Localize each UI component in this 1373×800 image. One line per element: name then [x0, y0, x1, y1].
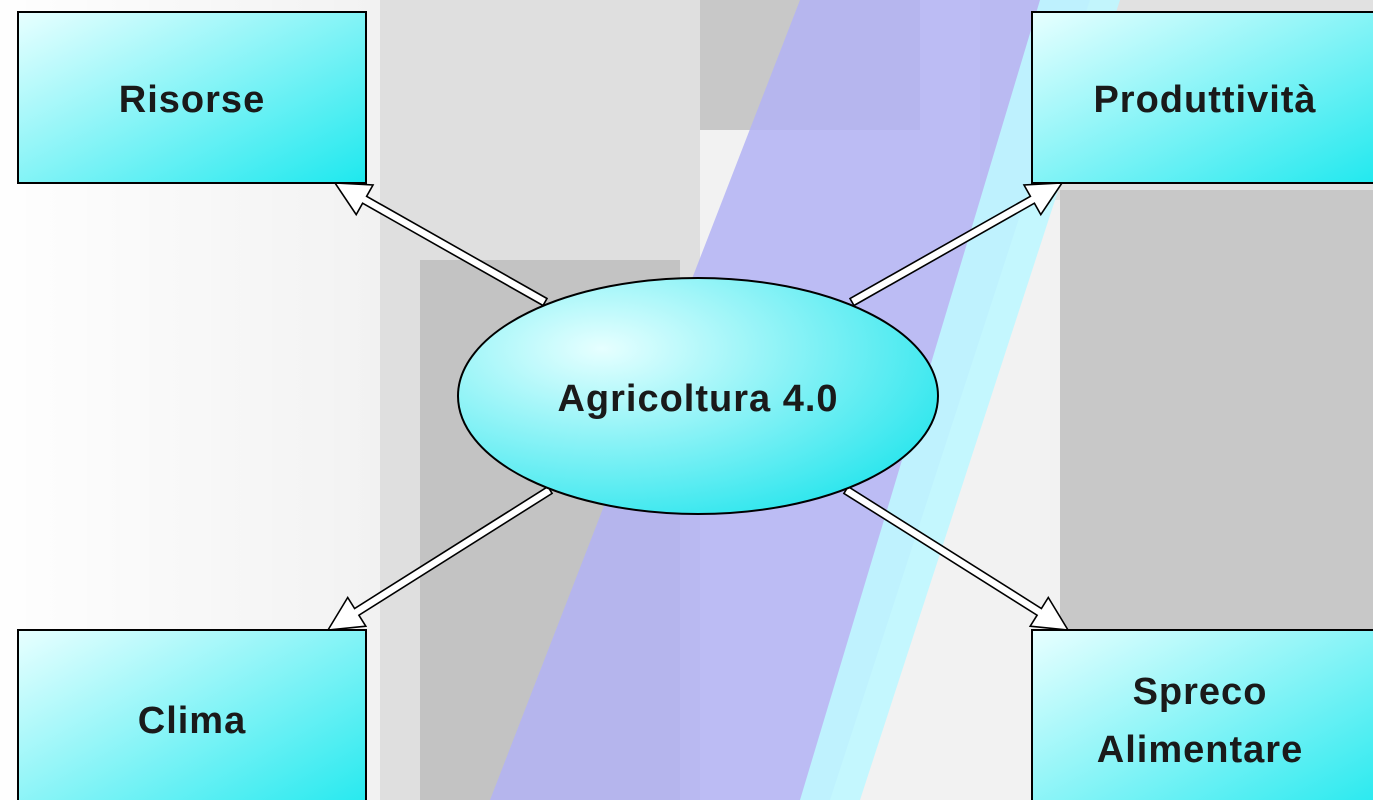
arrow-to-spreco — [842, 485, 1070, 631]
node-produttivita-box — [1031, 11, 1373, 184]
center-ellipse — [457, 277, 939, 515]
node-produttivita: Produttività — [1031, 11, 1373, 184]
node-clima-label: Clima — [138, 700, 246, 742]
node-risorse-box — [17, 11, 367, 184]
node-clima: Clima — [17, 629, 367, 800]
node-produttivita-label: Produttività — [1093, 79, 1316, 121]
node-spreco-label-line1: Spreco — [1133, 671, 1268, 713]
node-risorse-label: Risorse — [119, 79, 265, 121]
node-spreco-box — [1031, 629, 1373, 800]
node-spreco-label-line2: Alimentare — [1097, 729, 1303, 771]
arrow-to-clima — [326, 485, 554, 631]
node-clima-box — [17, 629, 367, 800]
center-label: Agricoltura 4.0 — [557, 378, 838, 420]
node-spreco: Spreco Alimentare — [1031, 629, 1373, 800]
arrow-to-risorse — [333, 182, 549, 307]
node-risorse: Risorse — [17, 11, 367, 184]
connector-arrows — [326, 182, 1070, 631]
center-node: Agricoltura 4.0 — [457, 277, 939, 515]
